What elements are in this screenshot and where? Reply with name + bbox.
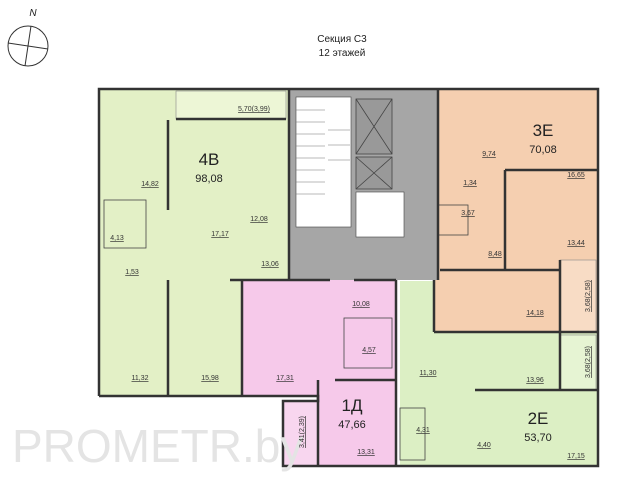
section-title: Секция С3 — [317, 34, 367, 45]
room-area: 11,32 — [132, 375, 149, 382]
apartment-1d-name: 1Д — [342, 396, 363, 415]
apartment-3e-total: 70,08 — [529, 144, 557, 156]
room-area: 1,34 — [463, 180, 477, 187]
apartment-2e-area[interactable] — [400, 281, 598, 466]
room-area: 13,96 — [526, 377, 544, 384]
balcony-2e — [559, 334, 597, 391]
balcony-4b — [175, 90, 287, 120]
room-area: 5,70(3,99) — [238, 106, 270, 113]
room-area: 13,06 — [261, 261, 279, 268]
room-area: 14,18 — [526, 310, 544, 317]
staircase — [295, 96, 352, 228]
room-area: 4,40 — [477, 442, 491, 449]
compass-icon — [7, 25, 49, 67]
room-area: 13,31 — [357, 449, 375, 456]
room-area: 4,13 — [110, 235, 124, 242]
room-area: 17,15 — [567, 453, 585, 460]
apartment-1d-total: 47,66 — [338, 419, 366, 431]
room-area: 3,67 — [461, 210, 475, 217]
balcony-1d — [282, 400, 319, 467]
bathroom-1d — [343, 317, 393, 369]
room-area: 3,41(2,39) — [299, 416, 306, 448]
room-area: 11,30 — [420, 370, 437, 377]
room-area: 1,53 — [125, 269, 139, 276]
room-area: 16,65 — [567, 172, 585, 179]
room-area: 14,82 — [141, 181, 159, 188]
apartment-2e-name: 2Е — [528, 409, 549, 428]
bathroom-4b — [103, 199, 147, 249]
apartment-1d-area[interactable] — [242, 280, 396, 466]
room-area: 3,68(2,58) — [585, 346, 592, 378]
floors-count: 12 этажей — [319, 48, 366, 59]
watermark: PROMETR.by — [12, 420, 303, 472]
room-area: 4,31 — [416, 427, 430, 434]
room-area: 13,44 — [567, 240, 585, 247]
apartment-3e-name: 3Е — [533, 121, 554, 140]
room-area: 17,17 — [211, 231, 229, 238]
apartment-2e-total: 53,70 — [524, 432, 552, 444]
room-area: 10,08 — [352, 301, 370, 308]
bathroom-2e — [399, 407, 426, 461]
room-area: 3,68(2,58) — [585, 280, 592, 312]
room-area: 4,57 — [362, 347, 376, 354]
room-area: 9,74 — [482, 151, 496, 158]
room-area: 17,31 — [276, 375, 294, 382]
room-area: 15,98 — [201, 375, 219, 382]
north-label: N — [29, 8, 37, 19]
room-area: 12,08 — [250, 216, 268, 223]
apartment-4b-name: 4В — [199, 150, 220, 169]
shafts — [355, 191, 405, 238]
room-area: 8,48 — [488, 251, 502, 258]
apartment-4b-total: 98,08 — [195, 173, 223, 185]
